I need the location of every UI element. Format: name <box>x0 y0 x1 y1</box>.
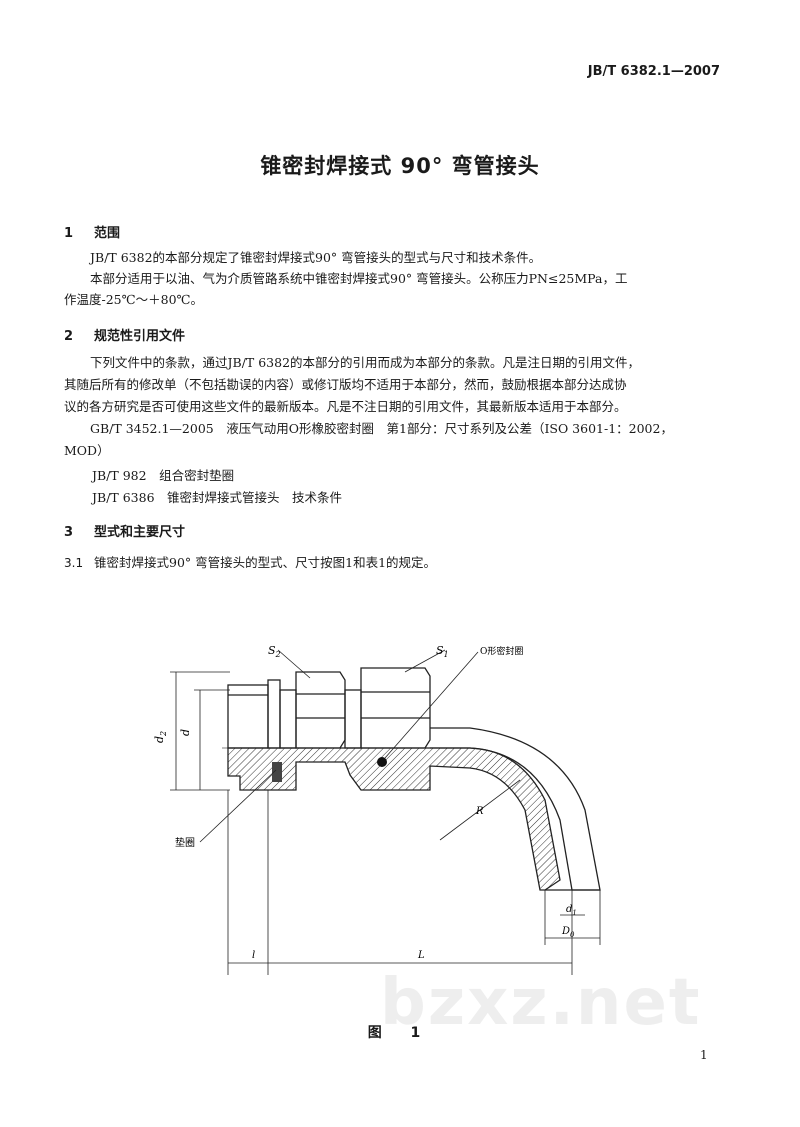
label-o-ring: O形密封圈 <box>480 645 523 657</box>
dimension-lines <box>170 649 601 975</box>
figure-caption: 图 1 <box>367 1025 433 1041</box>
elbow-joint-drawing: S2 S1 O形密封圈 d2 d 垫圈 R d1 D0 l L <box>153 644 601 975</box>
clause-3-1-text: 锥密封焊接式90° 弯管接头的型式、尺寸按图1和表1的规定。 <box>94 555 437 570</box>
section-3-title: 型式和主要尺寸 <box>94 525 186 540</box>
label-l-small: l <box>252 950 255 961</box>
section-3-number: 3 <box>64 525 74 540</box>
reference-2: JB/T 982 组合密封垫圈 <box>92 468 235 483</box>
section-1-paragraph-2-line-1: 本部分适用于以油、气为介质管路系统中锥密封焊接式90° 弯管接头。公称压力PN≤… <box>90 271 628 286</box>
watermark: bzxz.net <box>380 966 702 1040</box>
section-2-heading: 2 规范性引用文件 <box>64 325 185 344</box>
section-1-paragraph-2-line-2: 作温度-25℃～＋80℃。 <box>64 292 204 307</box>
section-1-heading: 1 范围 <box>64 222 120 241</box>
gasket-seal <box>272 762 282 782</box>
section-2-paragraph-line-3: 议的各方研究是否可使用这些文件的最新版本。凡是不注日期的引用文件，其最新版本适用… <box>64 399 627 414</box>
section-2-title: 规范性引用文件 <box>94 329 186 344</box>
label-d: d <box>179 729 192 736</box>
label-r: R <box>475 806 484 817</box>
section-1-title: 范围 <box>94 226 121 241</box>
document-title: 锥密封焊接式 90° 弯管接头 <box>260 154 540 178</box>
clause-3-1: 3.1 锥密封焊接式90° 弯管接头的型式、尺寸按图1和表1的规定。 <box>64 552 436 571</box>
label-d1: d1 <box>566 904 577 917</box>
reference-3: JB/T 6386 锥密封焊接式管接头 技术条件 <box>92 490 343 505</box>
reference-1-line-2: MOD） <box>64 443 110 458</box>
section-view <box>227 727 601 891</box>
standard-code: JB/T 6382.1—2007 <box>587 64 720 79</box>
reference-1-line-1: GB/T 3452.1—2005 液压气动用O形橡胶密封圈 第1部分：尺寸系列及… <box>90 421 673 436</box>
label-d0: D0 <box>561 926 575 939</box>
label-d2: d2 <box>153 731 168 743</box>
label-s2: S2 <box>268 644 281 659</box>
section-1-paragraph-1: JB/T 6382的本部分规定了锥密封焊接式90° 弯管接头的型式与尺寸和技术条… <box>90 250 542 265</box>
label-l-large: L <box>417 950 425 961</box>
label-s1: S1 <box>436 644 449 659</box>
section-2-paragraph-line-2: 其随后所有的修改单（不包括勘误的内容）或修订版均不适用于本部分，然而，鼓励根据本… <box>64 377 627 392</box>
clause-3-1-number: 3.1 <box>64 556 84 570</box>
page-number: 1 <box>700 1048 708 1062</box>
section-3-heading: 3 型式和主要尺寸 <box>64 521 185 540</box>
body-outline <box>227 667 431 749</box>
section-2-number: 2 <box>64 329 74 344</box>
section-2-paragraph-line-1: 下列文件中的条款，通过JB/T 6382的本部分的引用而成为本部分的条款。凡是注… <box>90 355 641 370</box>
label-gasket: 垫圈 <box>175 836 195 849</box>
section-1-number: 1 <box>64 226 74 241</box>
o-ring-seal <box>377 757 387 767</box>
